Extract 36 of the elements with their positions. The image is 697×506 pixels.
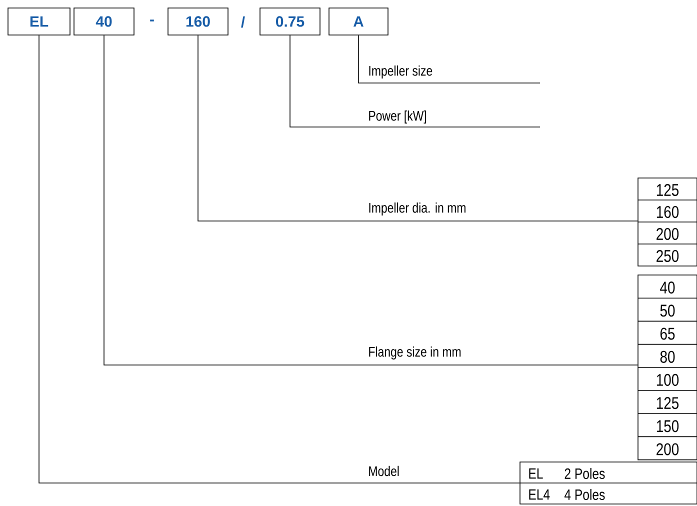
table-cell: 150 (656, 420, 679, 432)
table-cell: 65 (660, 328, 675, 340)
leader-line (198, 35, 638, 222)
table-cell: 125 (656, 184, 679, 196)
field-label: Impeller size (369, 65, 432, 79)
table-cell: 80 (660, 350, 675, 363)
field-label: Power [kW] (369, 110, 426, 124)
code-box: 0.75 (260, 8, 320, 36)
table-cell: 50 (660, 304, 675, 317)
code-box: A (328, 8, 388, 36)
table-cell: 4 Poles (564, 488, 605, 500)
table-cell: 40 (660, 282, 675, 294)
table-cell: 250 (656, 250, 679, 262)
leader-line (290, 35, 540, 128)
table-cell: EL (529, 468, 543, 479)
separator: / (241, 16, 245, 28)
table-cell: EL4 (529, 489, 550, 500)
code-box: 160 (168, 8, 228, 36)
table-cell: 125 (656, 397, 679, 410)
separator: - (150, 20, 154, 22)
table-cell: 200 (656, 228, 679, 240)
option-table (638, 178, 697, 266)
option-table (638, 274, 697, 460)
table-cell: 100 (656, 374, 679, 386)
field-label: Impeller dia. in mm (369, 202, 466, 216)
field-label: Flange size in mm (369, 346, 461, 360)
field-label: Model (369, 466, 399, 476)
table-cell: 200 (656, 443, 679, 456)
table-cell: 160 (656, 206, 679, 218)
code-box: EL (8, 8, 70, 36)
code-box: 40 (74, 8, 134, 36)
table-cell: 2 Poles (564, 468, 605, 479)
leader-line (358, 35, 540, 84)
leader-line (104, 35, 638, 366)
option-table (520, 462, 697, 504)
leader-line (38, 35, 520, 484)
